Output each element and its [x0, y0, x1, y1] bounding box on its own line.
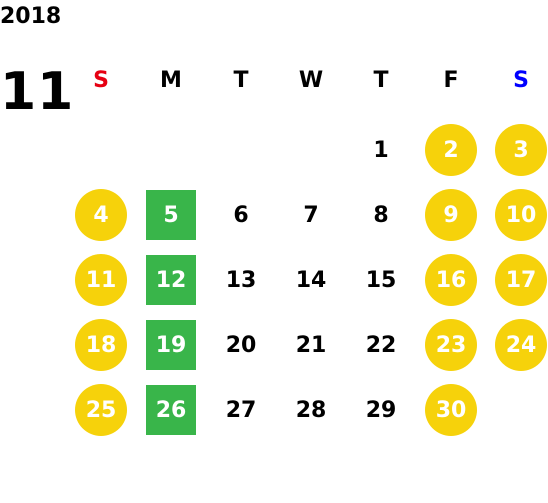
day-cell-14[interactable]: 14 [295, 267, 327, 293]
day-cell-13[interactable]: 13 [225, 267, 257, 293]
day-cell-8[interactable]: 8 [373, 202, 389, 228]
day-cell-26[interactable]: 26 [146, 385, 196, 435]
day-cell-23[interactable]: 23 [425, 319, 477, 371]
weekday-label-0: S [93, 68, 109, 93]
day-cell-27[interactable]: 27 [225, 397, 257, 423]
calendar-year: 2018 [0, 4, 62, 29]
weekday-label-4: T [373, 68, 389, 93]
day-cell-6[interactable]: 6 [233, 202, 249, 228]
day-cell-20[interactable]: 20 [225, 332, 257, 358]
day-cell-12[interactable]: 12 [146, 255, 196, 305]
day-cell-24[interactable]: 24 [495, 319, 547, 371]
weekday-label-2: T [233, 68, 249, 93]
day-cell-16[interactable]: 16 [425, 254, 477, 306]
day-cell-29[interactable]: 29 [365, 397, 397, 423]
day-cell-19[interactable]: 19 [146, 320, 196, 370]
day-cell-21[interactable]: 21 [295, 332, 327, 358]
weekday-label-3: W [298, 68, 324, 93]
day-cell-18[interactable]: 18 [75, 319, 127, 371]
day-cell-11[interactable]: 11 [75, 254, 127, 306]
day-cell-7[interactable]: 7 [303, 202, 319, 228]
weekday-label-5: F [443, 68, 459, 93]
day-cell-17[interactable]: 17 [495, 254, 547, 306]
day-cell-2[interactable]: 2 [425, 124, 477, 176]
day-cell-1[interactable]: 1 [373, 137, 389, 163]
day-cell-3[interactable]: 3 [495, 124, 547, 176]
day-cell-30[interactable]: 30 [425, 384, 477, 436]
day-cell-28[interactable]: 28 [295, 397, 327, 423]
day-cell-22[interactable]: 22 [365, 332, 397, 358]
day-cell-4[interactable]: 4 [75, 189, 127, 241]
weekday-label-6: S [513, 68, 529, 93]
weekday-label-1: M [160, 68, 182, 93]
day-cell-25[interactable]: 25 [75, 384, 127, 436]
day-cell-5[interactable]: 5 [146, 190, 196, 240]
day-cell-9[interactable]: 9 [425, 189, 477, 241]
calendar-month: 11 [0, 62, 75, 122]
day-cell-15[interactable]: 15 [365, 267, 397, 293]
day-cell-10[interactable]: 10 [495, 189, 547, 241]
